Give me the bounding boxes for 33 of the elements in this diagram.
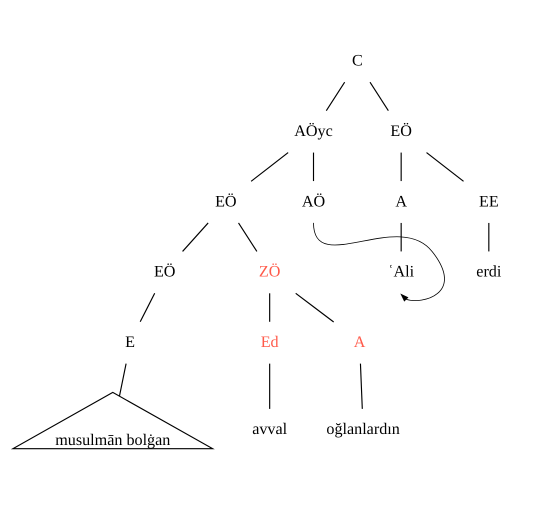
connector — [118, 364, 127, 396]
connector — [140, 293, 156, 322]
node-text: erdi — [476, 264, 502, 281]
connector — [182, 222, 209, 252]
connector — [426, 152, 464, 182]
node-text: Ed — [260, 334, 279, 352]
connector — [360, 364, 363, 409]
connector — [269, 293, 270, 322]
node-text: A — [354, 334, 366, 352]
connector — [326, 82, 346, 112]
connector — [312, 152, 314, 182]
connector — [488, 222, 490, 252]
node-text: oğlanlardın — [326, 421, 400, 438]
connector — [400, 152, 402, 182]
node-text: EÖ — [215, 193, 237, 210]
connector — [370, 82, 389, 112]
node-text: C — [352, 52, 363, 70]
arrow — [313, 222, 445, 302]
node-text: avval — [252, 421, 288, 438]
node-text: A — [395, 193, 407, 210]
connector — [250, 152, 288, 182]
connector — [269, 364, 270, 409]
node-text: ʿAli — [388, 264, 414, 281]
connector — [400, 222, 402, 252]
node-text: EÖ — [154, 264, 176, 281]
node-text: EE — [478, 193, 499, 210]
node-text: ZÖ — [258, 264, 280, 281]
node-text: E — [125, 334, 136, 352]
connector — [295, 292, 334, 322]
node-text: AÖyc — [294, 123, 333, 140]
connector — [238, 222, 258, 252]
node-text: EÖ — [390, 123, 412, 140]
node-text: AÖ — [302, 193, 326, 210]
